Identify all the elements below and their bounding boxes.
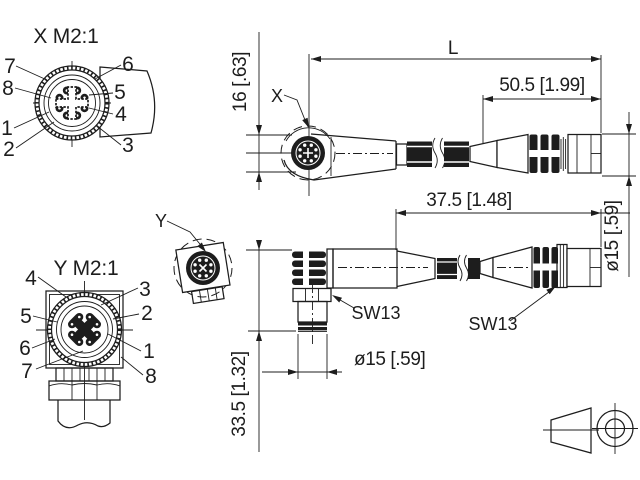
view-x-title: X M2:1 xyxy=(33,25,98,48)
sw13-left-callout: SW13 xyxy=(332,295,401,323)
x-pointer-callout: X xyxy=(271,86,309,128)
x-pointer-label: X xyxy=(271,86,283,106)
dim-text: 37.5 [1.48] xyxy=(426,190,511,211)
pin-label: 3 xyxy=(122,134,134,157)
dim-text: 33.5 [1.32] xyxy=(229,351,250,436)
dim-text: ø15 [.59] xyxy=(602,200,623,271)
dim-text: 16 [.63] xyxy=(230,52,251,112)
sw13-right-callout: SW13 xyxy=(468,286,556,334)
row1-elbow-connector xyxy=(280,125,397,181)
dimension-33-5: 33.5 [1.32] xyxy=(229,240,296,452)
view-y-hex-and-cable xyxy=(48,367,121,429)
dimension-dia15-row2: ø15 [.59] xyxy=(262,334,426,379)
row2-face-pins xyxy=(193,258,213,278)
dimension-37-5: 37.5 [1.48] xyxy=(395,190,630,250)
pin-label: 8 xyxy=(2,77,14,100)
pin-label: 5 xyxy=(20,305,32,328)
dim-text: ø15 [.59] xyxy=(354,349,425,370)
view-x-connector-face xyxy=(33,61,111,147)
pin-label: 5 xyxy=(114,81,126,104)
pin-label: 6 xyxy=(122,53,134,76)
pin-label: 3 xyxy=(139,278,151,301)
view-y-pin-labels: 4 5 6 7 3 2 1 8 xyxy=(19,267,157,388)
cable-break-icon xyxy=(432,137,446,169)
sw13-label: SW13 xyxy=(351,303,400,323)
row1-face-pins xyxy=(298,143,318,163)
row2-cable xyxy=(437,254,480,282)
pin-label: 4 xyxy=(25,267,37,290)
view-y-pins xyxy=(68,313,101,346)
view-x-flange xyxy=(99,66,156,138)
view-x: X M2:1 xyxy=(1,25,156,161)
view-y-body xyxy=(36,281,133,429)
row2-grip-rings-right xyxy=(533,247,559,288)
projection-symbol-icon xyxy=(543,403,638,454)
view-x-pin-labels: 7 8 1 2 6 5 4 3 xyxy=(1,53,134,161)
row1-thread xyxy=(560,137,567,171)
dimension-dia15-row1: ø15 [.59] xyxy=(602,112,636,277)
pin-label: 1 xyxy=(143,340,155,363)
row2-grip-rings xyxy=(292,250,326,287)
pin-label: 6 xyxy=(19,337,31,360)
pin-label: 2 xyxy=(141,302,153,325)
row1-straight-connector xyxy=(469,133,602,174)
assembly-row2: Y xyxy=(155,190,630,452)
pin-label: 1 xyxy=(1,117,13,140)
row1-grip-rings xyxy=(529,134,560,173)
pin-label: 2 xyxy=(3,138,15,161)
dimension-16: 16 [.63] xyxy=(230,32,262,190)
dimension-50-5: 50.5 [1.99] xyxy=(483,75,601,102)
pin-label: 8 xyxy=(145,365,157,388)
assembly-row1: X L 50.5 [1.99] 16 [.63] xyxy=(230,32,636,277)
y-small-top-view xyxy=(173,238,233,305)
dim-text: L xyxy=(448,38,458,59)
row1-cable xyxy=(395,137,469,169)
x-coding-cross-icon xyxy=(55,86,89,120)
sw13-label: SW13 xyxy=(468,314,517,334)
row2-straight-connector xyxy=(479,243,602,289)
pin-label: 4 xyxy=(115,103,127,126)
y-pointer-label: Y xyxy=(155,211,167,231)
view-y: Y M2:1 xyxy=(19,257,157,429)
dimension-overall-length: L xyxy=(311,38,601,62)
cable-break-icon xyxy=(457,254,469,282)
y-pointer-callout: Y xyxy=(155,211,206,252)
row2-down-port xyxy=(292,284,332,344)
pin-label: 7 xyxy=(21,360,33,383)
row2-elbow-connector xyxy=(292,248,436,289)
dim-text: 50.5 [1.99] xyxy=(499,75,584,96)
pin-label: 7 xyxy=(4,55,16,78)
view-y-title: Y M2:1 xyxy=(54,257,119,280)
